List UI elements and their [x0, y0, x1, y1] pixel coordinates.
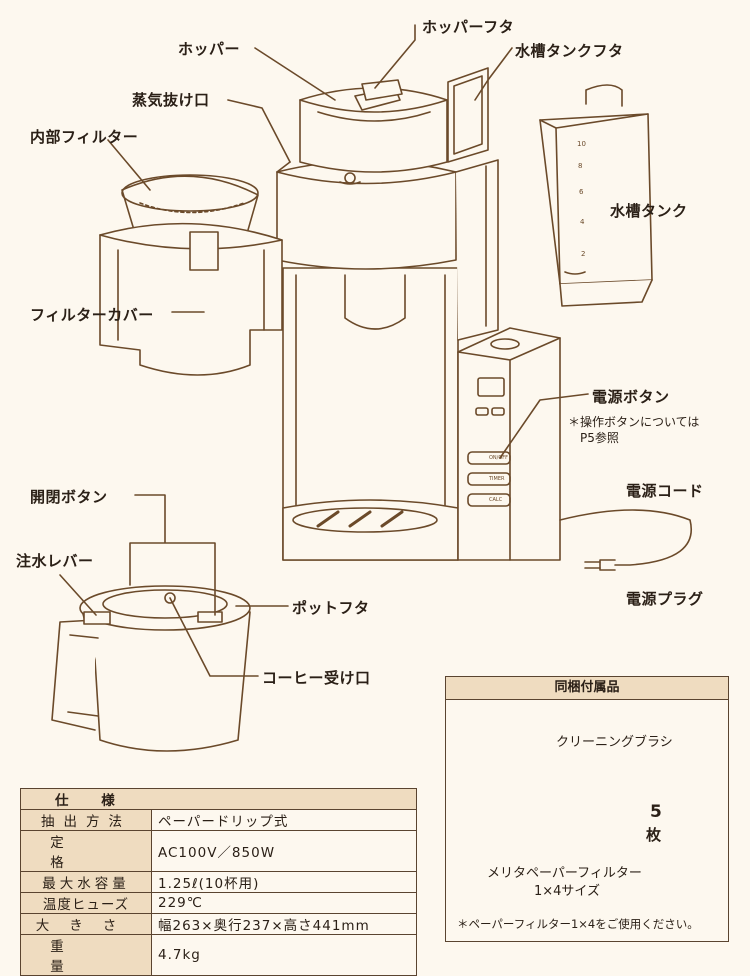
accessories-note: ＊ペーパーフィルター1×4をご使用ください。 — [457, 917, 699, 931]
panel-button-calc: CALC — [489, 497, 503, 503]
water-tank-drawing — [539, 84, 653, 307]
note-power-button-1: ＊操作ボタンについては — [568, 415, 700, 429]
spec-key: 温度ヒューズ — [20, 892, 152, 914]
label-steam-vent: 蒸気抜け口 — [132, 91, 210, 109]
label-paper-filter-size: 1×4サイズ — [534, 884, 601, 899]
tank-scale-6: 6 — [579, 188, 584, 196]
filter-count: 5 — [650, 802, 663, 822]
label-filter-cover: フィルターカバー — [30, 306, 154, 324]
spec-value: 1.25ℓ(10杯用) — [151, 871, 417, 893]
spec-key: 最大水容量 — [20, 871, 152, 893]
pot-drawing — [51, 585, 251, 752]
tank-scale-2: 2 — [581, 250, 586, 258]
accessories-title: 同梱付属品 — [446, 677, 728, 700]
product-illustration — [51, 24, 711, 895]
spec-key: 大きさ — [20, 913, 152, 935]
spec-value: 4.7kg — [151, 934, 417, 976]
spec-title: 仕 様 — [20, 788, 417, 810]
panel-button-onoff: ON/OFF — [489, 455, 509, 461]
label-hopper-lid: ホッパーフタ — [422, 18, 515, 36]
label-hopper: ホッパー — [178, 40, 241, 58]
spec-key: 重量 — [20, 934, 152, 976]
tank-scale-8: 8 — [578, 162, 583, 170]
accessories-box: 同梱付属品 — [445, 676, 729, 942]
spec-value: 幅263×奥行237×高さ441mm — [151, 913, 417, 935]
label-power-cord: 電源コード — [626, 482, 704, 500]
spec-value: ペーパードリップ式 — [151, 809, 417, 831]
label-tank-lid: 水槽タンクフタ — [515, 42, 624, 60]
label-water-tank: 水槽タンク — [610, 202, 688, 220]
spec-key: 抽出方法 — [20, 809, 152, 831]
label-paper-filter-name: メリタペーパーフィルター — [487, 866, 642, 881]
label-pot-lid: ポットフタ — [292, 599, 370, 617]
leader-lines — [59, 24, 589, 677]
label-open-close-button: 開閉ボタン — [30, 488, 108, 506]
label-cleaning-brush: クリーニングブラシ — [556, 735, 673, 750]
tank-scale-4: 4 — [580, 218, 585, 226]
label-power-button: 電源ボタン — [592, 388, 670, 406]
label-power-plug: 電源プラグ — [626, 590, 704, 608]
spec-value: 229℃ — [151, 892, 417, 914]
label-inner-filter: 内部フィルター — [30, 128, 139, 146]
tank-scale-10: 10 — [577, 140, 586, 148]
label-coffee-inlet: コーヒー受け口 — [262, 669, 371, 687]
coffee-maker-drawing — [276, 67, 692, 571]
filter-count-unit: 枚 — [646, 826, 662, 844]
spec-row: 大きさ幅263×奥行237×高さ441mm — [20, 913, 417, 935]
spec-value: AC100V／850W — [151, 830, 417, 872]
label-pour-lever: 注水レバー — [16, 552, 94, 570]
spec-row: 抽出方法ペーパードリップ式 — [20, 809, 417, 831]
filter-drawing — [99, 174, 283, 376]
note-power-button-2: P5参照 — [580, 431, 619, 445]
spec-key: 定格 — [20, 830, 152, 872]
panel-button-timer: TIMER — [489, 476, 505, 482]
